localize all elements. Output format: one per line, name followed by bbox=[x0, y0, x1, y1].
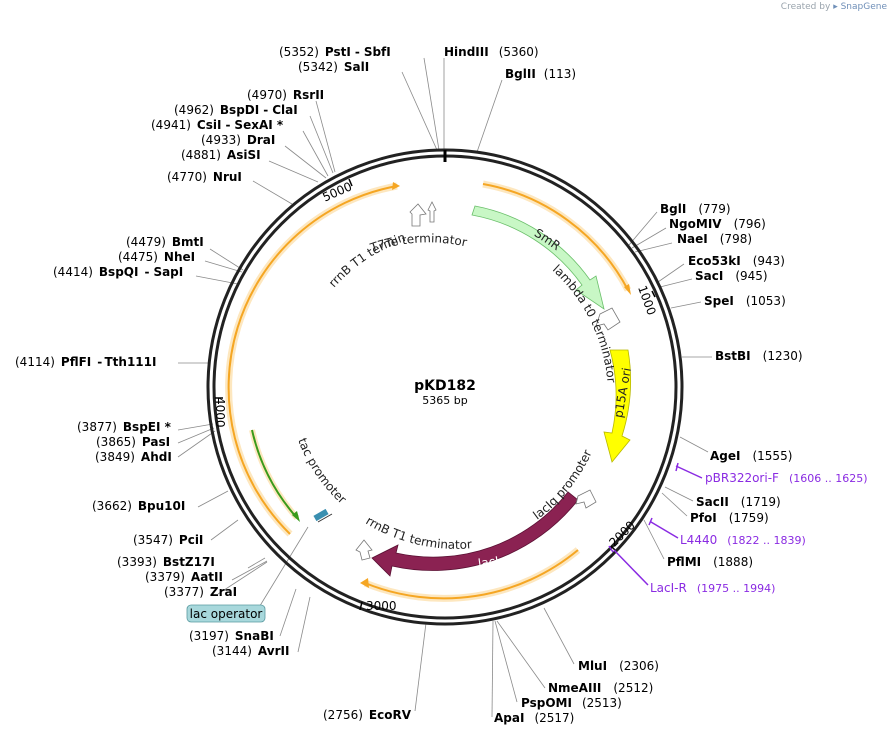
primer-laci-r[interactable]: LacI-R(1975 .. 1994) bbox=[650, 581, 775, 595]
leader-lines bbox=[177, 57, 712, 718]
enzyme-eco53kI[interactable]: Eco53kI(943) bbox=[688, 254, 785, 268]
feature-label-laci: lacI bbox=[477, 554, 500, 571]
feature-label-tac-promoter: tac promoter bbox=[295, 436, 349, 506]
orf-arcs bbox=[225, 180, 632, 602]
enzyme-bglI[interactable]: BglI(779) bbox=[660, 202, 731, 216]
laciq-promoter-shape bbox=[575, 489, 597, 509]
primer-pbr322ori-f[interactable]: pBR322ori-F(1606 .. 1625) bbox=[705, 471, 868, 485]
lambda-t0-terminator-shape bbox=[595, 307, 621, 331]
enzyme-bspQI-sapI[interactable]: (4414)BspQI-SapI bbox=[53, 265, 183, 279]
enzyme-nruI[interactable]: (4770)NruI bbox=[167, 170, 242, 184]
enzyme-naeI[interactable]: NaeI(798) bbox=[677, 232, 752, 246]
enzyme-bglII[interactable]: BglII(113) bbox=[505, 67, 576, 81]
lac-operator-label[interactable]: lac operator bbox=[186, 604, 266, 623]
enzyme-bstZ17I[interactable]: (3393)BstZ17I bbox=[117, 555, 215, 569]
tick-3000: 3000 bbox=[359, 599, 397, 613]
enzyme-pflMI[interactable]: PflMI(1888) bbox=[667, 555, 753, 569]
enzyme-pstI-sbfI[interactable]: (5352)PstI-SbfI bbox=[279, 45, 391, 59]
snapgene-brand: Created by ▸ SnapGene bbox=[781, 2, 887, 12]
enzyme-avrII[interactable]: (3144)AvrII bbox=[212, 644, 289, 658]
snapgene-logo-icon: ▸ bbox=[833, 2, 838, 12]
enzyme-draI[interactable]: (4933)DraI bbox=[201, 133, 275, 147]
t7te-terminator-shape bbox=[409, 203, 427, 227]
enzyme-labels: (5352)PstI-SbfI (5342)SalI HindIII(5360)… bbox=[15, 45, 803, 725]
feature-smr[interactable] bbox=[471, 205, 605, 310]
enzyme-mluI[interactable]: MluI(2306) bbox=[578, 659, 659, 673]
primer-l4440[interactable]: L4440(1822 .. 1839) bbox=[680, 533, 806, 547]
enzyme-bspEI[interactable]: (3877)BspEI * bbox=[77, 420, 172, 434]
orf-arc-3 bbox=[227, 185, 398, 535]
enzyme-hindIII[interactable]: HindIII(5360) bbox=[444, 45, 539, 59]
feature-label-rrnb-t1-terminator-2: rrnB T1 terminator bbox=[363, 514, 472, 552]
orf-arc-2 bbox=[364, 549, 579, 600]
enzyme-nheI[interactable]: (4475)NheI bbox=[118, 250, 195, 264]
enzyme-bstBI[interactable]: BstBI(1230) bbox=[715, 349, 803, 363]
enzyme-speI[interactable]: SpeI(1053) bbox=[704, 294, 786, 308]
enzyme-sacI[interactable]: SacI(945) bbox=[695, 269, 768, 283]
enzyme-ahdI[interactable]: (3849)AhdI bbox=[95, 450, 172, 464]
feature-laci[interactable] bbox=[371, 491, 579, 577]
lac-operator-marker bbox=[313, 508, 333, 523]
enzyme-pspOMI[interactable]: PspOMI(2513) bbox=[521, 696, 622, 710]
plasmid-size: 5365 bp bbox=[422, 394, 467, 407]
enzyme-sacII[interactable]: SacII(1719) bbox=[696, 495, 781, 509]
enzyme-pasI[interactable]: (3865)PasI bbox=[96, 435, 170, 449]
enzyme-ecoRV[interactable]: (2756)EcoRV bbox=[323, 708, 412, 722]
enzyme-bmtI[interactable]: (4479)BmtI bbox=[126, 235, 204, 249]
tac-promoter-glow bbox=[249, 429, 300, 520]
brand-created-by: Created by bbox=[780, 2, 831, 12]
enzyme-pfoI[interactable]: PfoI(1759) bbox=[690, 511, 769, 525]
tick-label-4000: 4000 bbox=[213, 397, 227, 428]
plasmid-name: pKD182 bbox=[414, 378, 476, 394]
rrnb-t1-terminator-shape-2 bbox=[355, 539, 373, 561]
enzyme-bpu10I[interactable]: (3662)Bpu10I bbox=[92, 499, 185, 513]
enzyme-pciI[interactable]: (3547)PciI bbox=[133, 533, 203, 547]
tac-promoter-arrow bbox=[251, 429, 298, 519]
enzyme-aatII[interactable]: (3379)AatII bbox=[145, 570, 223, 584]
enzyme-asiSI[interactable]: (4881)AsiSI bbox=[181, 148, 261, 162]
enzyme-nmeAIII[interactable]: NmeAIII(2512) bbox=[548, 681, 653, 695]
enzyme-snaBI[interactable]: (3197)SnaBI bbox=[189, 629, 274, 643]
rrnb-t1-terminator-shape-1 bbox=[427, 201, 437, 223]
enzyme-pflFI-tth111I[interactable]: (4114)PflFI-Tth111I bbox=[15, 355, 156, 369]
svg-text:lac operator: lac operator bbox=[190, 607, 263, 621]
primers: pBR322ori-F(1606 .. 1625) L4440(1822 .. … bbox=[608, 462, 868, 595]
enzyme-ageI[interactable]: AgeI(1555) bbox=[710, 449, 792, 463]
feature-p15a-ori[interactable] bbox=[603, 349, 631, 463]
enzyme-bspDI-claI[interactable]: (4962)BspDI-ClaI bbox=[174, 103, 298, 117]
enzyme-ngoMIV[interactable]: NgoMIV(796) bbox=[669, 217, 766, 231]
enzyme-csiI-sexAI[interactable]: (4941)CsiI-SexAI * bbox=[151, 118, 284, 132]
tick-4000: 4000 bbox=[213, 397, 227, 428]
enzyme-apaI[interactable]: ApaI(2517) bbox=[494, 711, 574, 725]
enzyme-salI[interactable]: (5342)SalI bbox=[298, 60, 369, 74]
tick-label-3000: 3000 bbox=[366, 599, 397, 613]
enzyme-rsrII[interactable]: (4970)RsrII bbox=[247, 88, 324, 102]
orf-arc-1 bbox=[482, 183, 629, 291]
brand-app-name: SnapGene bbox=[840, 2, 887, 12]
enzyme-zraI[interactable]: (3377)ZraI bbox=[164, 585, 237, 599]
